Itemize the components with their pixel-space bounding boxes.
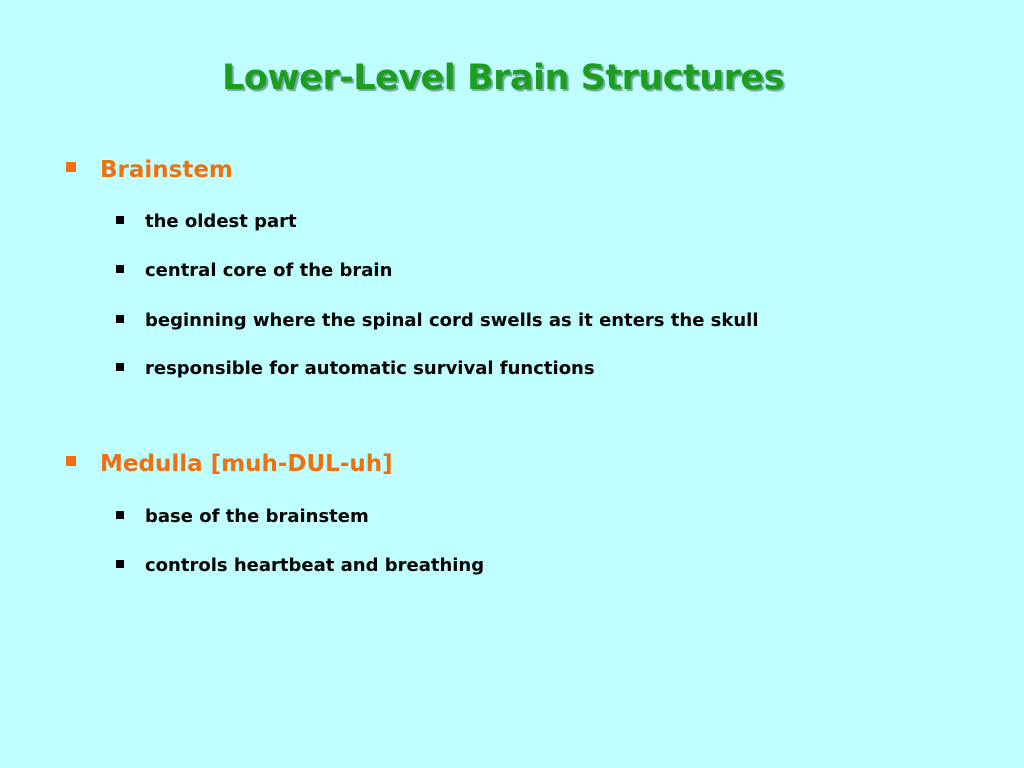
list-item: the oldest part xyxy=(116,211,297,232)
list-item-text: central core of the brain xyxy=(145,260,393,281)
square-bullet-icon xyxy=(116,362,124,371)
section-heading-medulla: Medulla [muh-DUL-uh] xyxy=(66,451,393,477)
square-bullet-icon xyxy=(116,559,124,568)
list-item-text: beginning where the spinal cord swells a… xyxy=(145,310,759,331)
list-item: central core of the brain xyxy=(116,260,392,281)
list-item: base of the brainstem xyxy=(116,506,369,527)
square-bullet-icon xyxy=(66,456,76,466)
square-bullet-icon xyxy=(116,215,124,224)
square-bullet-icon xyxy=(116,510,124,519)
slide-title: Lower-Level Brain Structures xyxy=(222,58,784,98)
section-heading-label: Brainstem xyxy=(100,157,233,183)
section-heading-brainstem: Brainstem xyxy=(66,157,233,183)
list-item-text: responsible for automatic survival funct… xyxy=(145,358,595,379)
list-item-text: the oldest part xyxy=(145,211,297,232)
list-item-text: base of the brainstem xyxy=(145,506,369,527)
square-bullet-icon xyxy=(116,264,124,273)
list-item: beginning where the spinal cord swells a… xyxy=(116,310,759,331)
list-item-text: controls heartbeat and breathing xyxy=(145,555,485,576)
list-item: responsible for automatic survival funct… xyxy=(116,358,595,379)
square-bullet-icon xyxy=(66,162,76,172)
list-item: controls heartbeat and breathing xyxy=(116,555,484,576)
square-bullet-icon xyxy=(116,314,124,323)
section-heading-label: Medulla [muh-DUL-uh] xyxy=(100,451,393,477)
